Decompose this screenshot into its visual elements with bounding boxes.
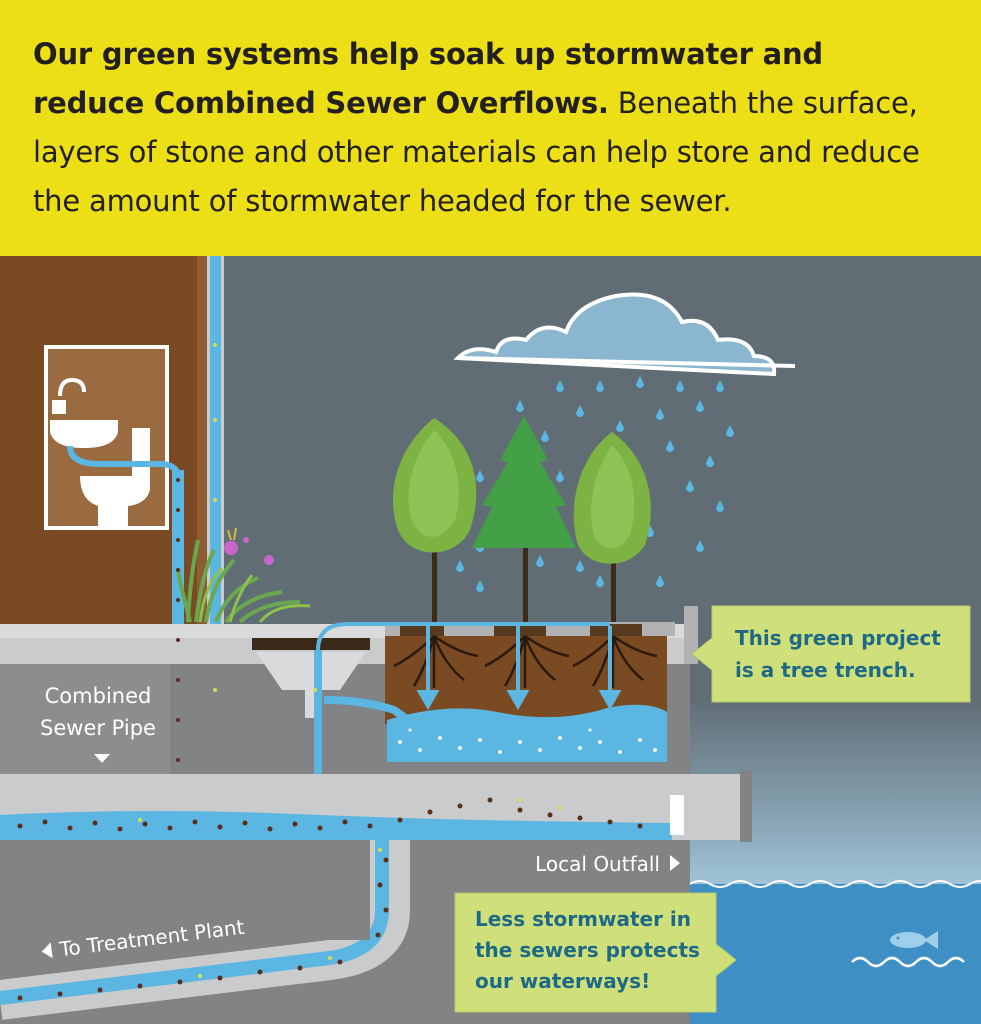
garden-plants bbox=[176, 527, 311, 624]
rain-drops bbox=[456, 376, 734, 592]
outfall-gate bbox=[670, 795, 684, 835]
curb bbox=[684, 606, 698, 664]
callout-waterways: Less stormwater in the sewers protects o… bbox=[454, 892, 737, 1013]
callout-tree-trench: This green project is a tree trench. bbox=[691, 605, 971, 703]
header-body-text: Beneath the surface, layers of stone and… bbox=[33, 86, 920, 218]
rain-cloud bbox=[453, 292, 796, 377]
callout-tree-trench-line2: is a tree trench. bbox=[735, 658, 916, 682]
down-arrow-icon bbox=[94, 754, 110, 763]
header-text: Our green systems help soak up stormwate… bbox=[33, 30, 941, 226]
sewage-particles bbox=[17, 478, 643, 1001]
debris-particles bbox=[138, 343, 562, 978]
infiltration-arrows bbox=[316, 622, 622, 711]
river bbox=[690, 884, 981, 1024]
callout-waterways-line1: Less stormwater in bbox=[475, 907, 691, 931]
header-bold-text: Our green systems help soak up stormwate… bbox=[33, 37, 823, 120]
sink bbox=[50, 420, 118, 448]
label-local-outfall: Local Outfall bbox=[535, 852, 660, 876]
label-combined-sewer-line2: Sewer Pipe bbox=[40, 716, 156, 740]
stormwater-diagram: Combined Sewer Pipe Local Outfall To Tre… bbox=[0, 256, 981, 1024]
stone-storage-layer bbox=[387, 704, 667, 762]
tree-3 bbox=[573, 432, 651, 626]
bathroom-window bbox=[44, 345, 183, 530]
right-arrow-icon bbox=[670, 855, 680, 871]
toilet bbox=[80, 428, 150, 526]
left-arrow-icon bbox=[41, 942, 53, 959]
callout-waterways-line2: the sewers protects bbox=[475, 938, 700, 962]
label-combined-sewer-line1: Combined bbox=[45, 684, 152, 708]
callout-tree-trench-line1: This green project bbox=[735, 626, 941, 650]
outfall-end bbox=[740, 770, 752, 842]
callout-waterways-line3: our waterways! bbox=[475, 969, 650, 993]
building-edge bbox=[197, 256, 209, 624]
tree-1 bbox=[392, 418, 477, 626]
tree-2 bbox=[472, 416, 576, 626]
fish-icon bbox=[851, 931, 965, 968]
header-banner: Our green systems help soak up stormwate… bbox=[0, 0, 981, 256]
